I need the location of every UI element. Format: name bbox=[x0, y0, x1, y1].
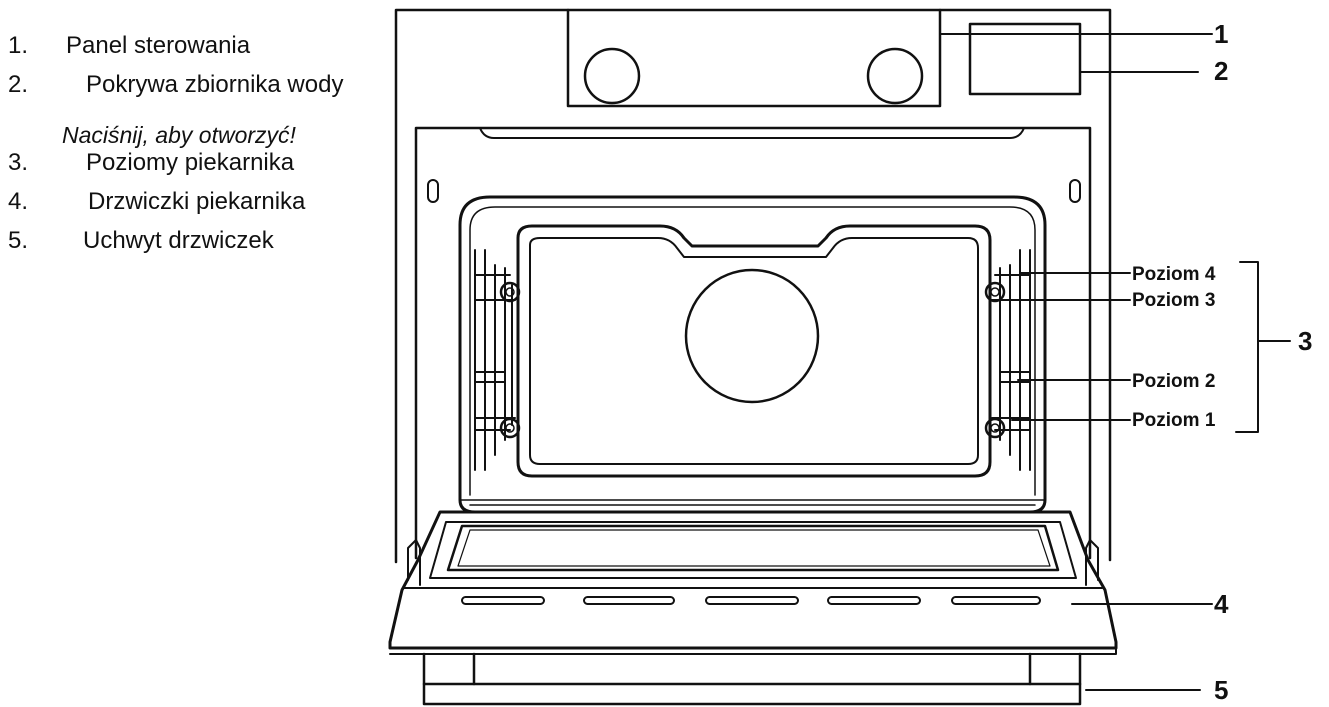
back-panel-inner bbox=[529, 237, 979, 465]
door-glass-frame bbox=[429, 521, 1077, 579]
legend-label: Panel sterowania bbox=[66, 32, 251, 59]
cavity-bottom-rim bbox=[459, 499, 1046, 506]
door-base-edge bbox=[389, 647, 1117, 655]
right-latch-slot bbox=[1069, 179, 1081, 203]
callout-1-control-panel: 1 bbox=[1214, 19, 1228, 49]
legend-label: Drzwiczki piekarnika bbox=[88, 188, 306, 215]
right-rack-screw-bottom bbox=[984, 417, 1006, 439]
right-hinge bbox=[1085, 539, 1099, 586]
legend-number: 2. bbox=[8, 71, 29, 98]
legend-label: Pokrywa zbiornika wody bbox=[86, 71, 344, 98]
door-glass bbox=[446, 524, 1060, 572]
oven-cavity-inner bbox=[469, 206, 1036, 496]
legend-number: 5. bbox=[8, 227, 29, 254]
callout-2-water-tank-cover: 2 bbox=[1214, 56, 1228, 86]
legend-label: Uchwyt drzwiczek bbox=[83, 227, 274, 254]
legend-number: 4. bbox=[8, 188, 29, 215]
callout-leader-lines bbox=[939, 33, 1291, 691]
left-hinge bbox=[407, 539, 421, 586]
level-1-label: Poziom 1 bbox=[1132, 410, 1216, 431]
level-3-label: Poziom 3 bbox=[1132, 290, 1215, 311]
control-panel bbox=[566, 8, 942, 108]
right-rack-screw-bottom-center bbox=[990, 423, 1000, 433]
level-4-label: Poziom 4 bbox=[1132, 264, 1216, 285]
right-rack-screw-top bbox=[984, 281, 1006, 303]
left-latch-slot bbox=[427, 179, 439, 203]
right-knob-icon bbox=[866, 47, 924, 105]
right-shelf-rack bbox=[991, 249, 1031, 471]
water-tank-hint: Naciśnij, aby otworzyć! bbox=[62, 122, 296, 148]
left-rack-screw-bottom-center bbox=[505, 423, 515, 433]
legend-number: 1. bbox=[8, 32, 29, 59]
left-knob-icon bbox=[583, 47, 641, 105]
legend-label: Poziomy piekarnika bbox=[86, 149, 295, 176]
callout-3-oven-levels: 3 bbox=[1298, 326, 1312, 356]
left-rack-screw-bottom bbox=[499, 417, 521, 439]
left-rack-screw-top-center bbox=[505, 287, 515, 297]
fan-cover bbox=[684, 268, 820, 404]
legend-number: 3. bbox=[8, 149, 29, 176]
door-vent-slots bbox=[461, 596, 1041, 605]
left-shelf-rack bbox=[474, 249, 516, 471]
callout-5-door-handle: 5 bbox=[1214, 675, 1228, 705]
water-tank-cover bbox=[968, 22, 1082, 96]
door-glass-inner bbox=[457, 529, 1051, 567]
door-handle bbox=[422, 652, 1082, 706]
callout-4-oven-door: 4 bbox=[1214, 589, 1229, 619]
left-rack-screw-top bbox=[499, 281, 521, 303]
right-rack-screw-top-center bbox=[990, 287, 1000, 297]
cavity-top-lip bbox=[479, 127, 1025, 139]
oven-door bbox=[388, 510, 1118, 650]
level-2-label: Poziom 2 bbox=[1132, 371, 1215, 392]
cavity-frame bbox=[414, 126, 1092, 560]
oven-housing-outline bbox=[394, 8, 1112, 564]
back-panel bbox=[516, 224, 992, 478]
